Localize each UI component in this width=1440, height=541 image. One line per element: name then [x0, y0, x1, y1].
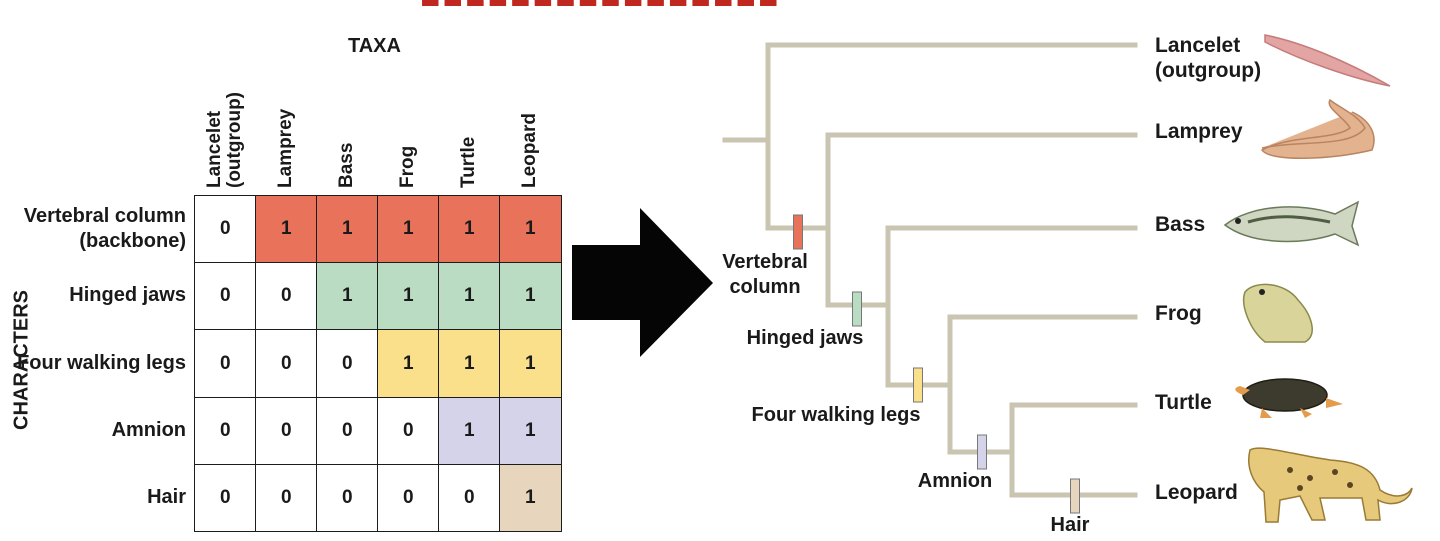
matrix-cell: 0: [194, 464, 257, 532]
matrix-cell: 0: [194, 262, 257, 331]
matrix-cell: 0: [255, 329, 318, 399]
tip-label-frog: Frog: [1155, 302, 1202, 325]
matrix-cell: 0: [377, 397, 440, 466]
trait-label-four-walking-legs: Four walking legs: [751, 404, 921, 426]
row-header-hair: Hair: [147, 485, 186, 508]
row-header-hinged-jaws: Hinged jaws: [69, 284, 186, 306]
trait-marker: [977, 434, 987, 470]
turtle-illustration: [1235, 378, 1343, 418]
matrix-cell: 0: [255, 464, 318, 532]
trait-markers: [793, 214, 1080, 514]
tip-label-bass: Bass: [1155, 213, 1206, 236]
matrix-cell: 1: [499, 464, 562, 532]
matrix-cell: 1: [438, 195, 501, 264]
matrix-cell: 0: [316, 329, 379, 399]
bass-illustration: [1223, 200, 1360, 247]
matrix-cell: 1: [438, 397, 501, 466]
tip-label-turtle: Turtle: [1155, 391, 1212, 414]
matrix-cell: 1: [499, 195, 562, 264]
taxa-axis-title: TAXA: [348, 35, 401, 57]
matrix-cell: 1: [377, 195, 440, 264]
arrow-icon: [572, 208, 713, 357]
lancelet-illustration: [1264, 34, 1391, 87]
matrix-cell: 1: [499, 329, 562, 399]
tip-label-lancelet: Lancelet (outgroup): [1155, 34, 1262, 82]
trait-marker: [913, 367, 923, 403]
row-header-vertebral-column: Vertebral column (backbone): [23, 204, 186, 252]
trait-label-vertebral-column: Vertebral column: [722, 251, 808, 298]
matrix-cell: 0: [316, 464, 379, 532]
trait-marker: [1070, 478, 1080, 514]
trait-marker: [852, 291, 862, 327]
row-header-four-walking-legs: Four walking legs: [17, 351, 186, 374]
matrix-cell: 1: [499, 262, 562, 331]
trait-label-hinged-jaws: Hinged jaws: [746, 327, 864, 349]
matrix-cell: 0: [377, 464, 440, 532]
matrix-cell: 1: [316, 262, 379, 331]
frog-illustration: [1243, 283, 1313, 343]
leopard-illustration: [1248, 447, 1413, 523]
organism-illustrations: [1223, 34, 1413, 523]
matrix-cell: 0: [194, 329, 257, 399]
matrix-cell: 0: [194, 195, 257, 264]
lamprey-illustration: [1260, 98, 1375, 159]
trait-marker: [793, 214, 803, 250]
matrix-cell: 0: [194, 397, 257, 466]
matrix-cell: 0: [255, 262, 318, 331]
trait-label-hair: Hair: [1050, 514, 1090, 536]
trait-label-amnion: Amnion: [917, 470, 993, 492]
matrix-cell: 1: [377, 329, 440, 399]
matrix-cell: 1: [438, 262, 501, 331]
cropped-title-glyphs: ■■■■■■■■■■■■■■■■: [420, 0, 781, 10]
tip-label-leopard: Leopard: [1155, 481, 1238, 504]
cropped-title: ■■■■■■■■■■■■■■■■: [0, 0, 1440, 10]
row-header-amnion: Amnion: [111, 419, 186, 441]
tip-label-lamprey: Lamprey: [1155, 120, 1243, 143]
